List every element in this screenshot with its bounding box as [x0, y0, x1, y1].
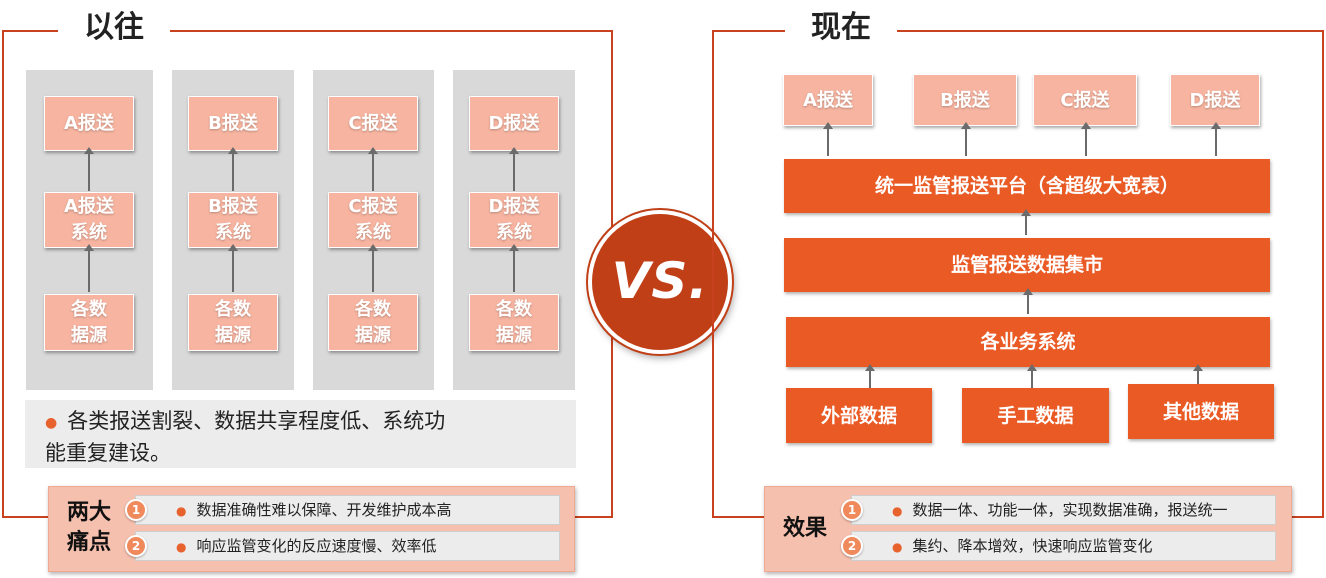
- bullet-icon: ●: [45, 414, 58, 431]
- left-title: 以往: [58, 0, 170, 56]
- number-badge: 2: [125, 535, 147, 557]
- arrow-up: [961, 122, 971, 156]
- right-title: 现在: [785, 0, 897, 56]
- arrow-up: [509, 244, 519, 292]
- arrow-up: [368, 147, 378, 191]
- left-column-b: B报送 B报送系统 各数据源: [172, 70, 294, 390]
- left-column-a: A报送 A报送系统 各数据源: [26, 70, 153, 390]
- bullet-icon: ●: [176, 504, 187, 518]
- arrow-up: [1023, 288, 1033, 314]
- system-box-b: B报送系统: [188, 192, 278, 248]
- number-badge: 1: [841, 499, 863, 521]
- arrow-up: [1027, 364, 1037, 388]
- data-mart-bar: 监管报送数据集市: [784, 238, 1270, 292]
- arrow-up: [228, 147, 238, 191]
- report-box-d: D报送: [469, 96, 559, 151]
- system-box-a: A报送系统: [44, 192, 134, 248]
- arrow-up: [84, 244, 94, 292]
- right-report-a: A报送: [783, 74, 873, 126]
- source-box-b: 各数据源: [188, 294, 278, 351]
- arrow-up: [865, 364, 875, 388]
- report-box-c: C报送: [328, 96, 418, 151]
- report-box-b: B报送: [188, 96, 278, 151]
- arrow-up: [1081, 122, 1091, 156]
- business-systems-bar: 各业务系统: [786, 317, 1270, 367]
- other-data-box: 其他数据: [1128, 384, 1274, 439]
- bullet-icon: ●: [892, 540, 903, 554]
- arrow-up: [509, 147, 519, 191]
- arrow-up: [1021, 209, 1031, 235]
- right-report-d: D报送: [1170, 74, 1260, 126]
- arrow-up: [1193, 364, 1203, 386]
- pain-point-row: ●数据准确性难以保障、开发维护成本高: [135, 495, 560, 525]
- pain-points-label: 两大 痛点: [66, 499, 111, 555]
- source-box-d: 各数据源: [469, 294, 559, 351]
- arrow-up: [368, 244, 378, 292]
- pain-point-row: ●响应监管变化的反应速度慢、效率低: [135, 531, 560, 561]
- report-box-a: A报送: [44, 96, 134, 151]
- summary-line-1: 各类报送割裂、数据共享程度低、系统功: [67, 409, 446, 433]
- pain-points-panel: 两大 痛点 ●数据准确性难以保障、开发维护成本高 1 ●响应监管变化的反应速度慢…: [48, 486, 575, 572]
- unified-platform-bar: 统一监管报送平台（含超级大宽表）: [784, 159, 1270, 213]
- left-column-d: D报送 D报送系统 各数据源: [453, 70, 575, 390]
- vs-circle: VS.: [588, 210, 732, 354]
- number-badge: 2: [841, 535, 863, 557]
- arrow-up: [1211, 122, 1221, 156]
- system-box-c: C报送系统: [328, 192, 418, 248]
- bullet-icon: ●: [892, 504, 903, 518]
- arrow-up: [823, 122, 833, 156]
- bullet-icon: ●: [176, 540, 187, 554]
- arrow-up: [228, 244, 238, 292]
- effect-row: ●集约、降本增效，快速响应监管变化: [851, 531, 1276, 561]
- right-report-c: C报送: [1033, 74, 1137, 126]
- manual-data-box: 手工数据: [962, 388, 1109, 443]
- source-box-c: 各数据源: [328, 294, 418, 351]
- number-badge: 1: [125, 499, 147, 521]
- external-data-box: 外部数据: [786, 388, 932, 443]
- effect-label: 效果: [782, 515, 827, 541]
- left-column-c: C报送 C报送系统 各数据源: [313, 70, 434, 390]
- system-box-d: D报送系统: [469, 192, 559, 248]
- effect-row: ●数据一体、功能一体，实现数据准确，报送统一: [851, 495, 1276, 525]
- summary-line-2: 能重复建设。: [45, 440, 171, 465]
- effect-panel: 效果 ●数据一体、功能一体，实现数据准确，报送统一 1 ●集约、降本增效，快速响…: [764, 486, 1292, 572]
- arrow-up: [84, 147, 94, 191]
- left-summary: ● 各类报送割裂、数据共享程度低、系统功 能重复建设。: [25, 400, 576, 468]
- source-box-a: 各数据源: [44, 294, 134, 351]
- right-report-b: B报送: [913, 74, 1017, 126]
